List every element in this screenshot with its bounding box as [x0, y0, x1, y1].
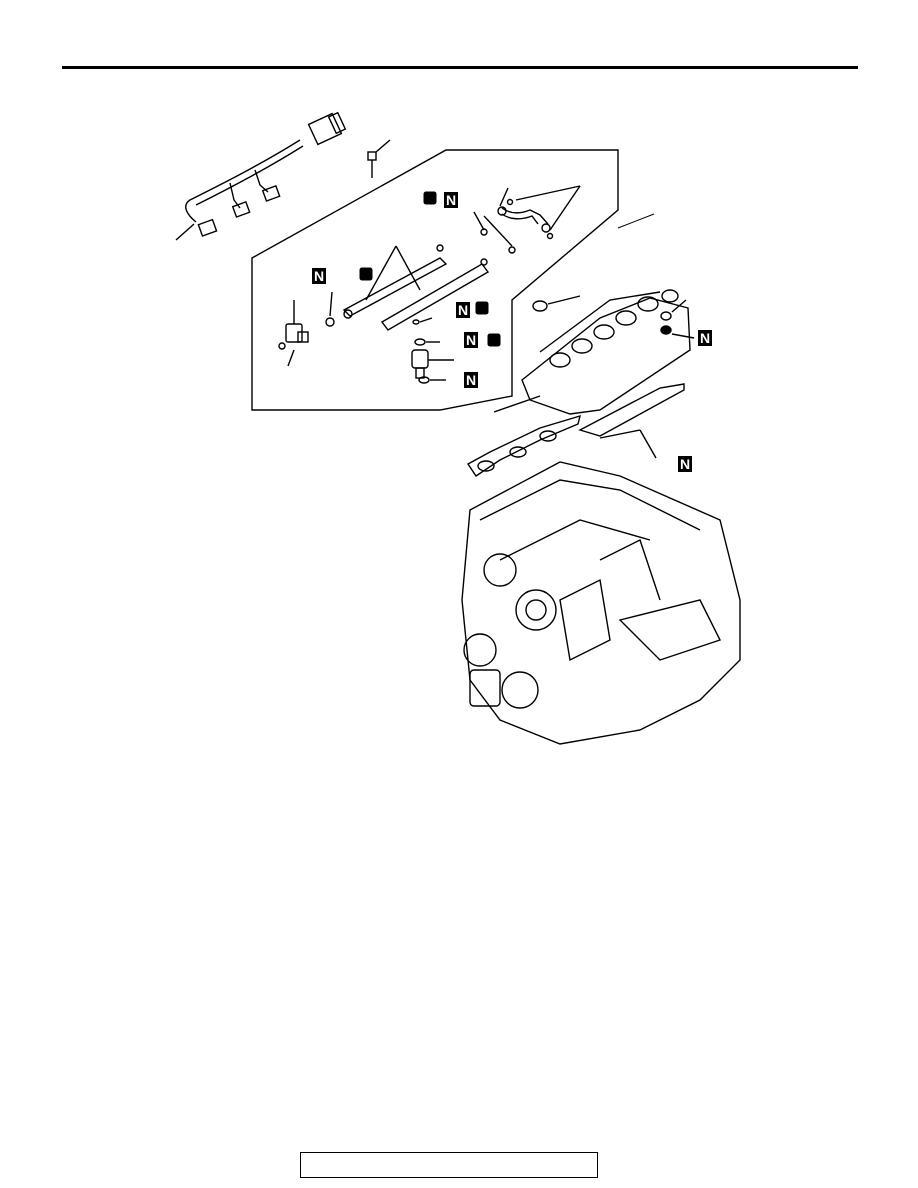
exploded-parts-diagram: N N N N N N N	[175, 111, 741, 745]
svg-text:N: N	[458, 302, 468, 318]
fuel-injector	[411, 317, 454, 384]
new-part-badge: N	[678, 456, 692, 472]
gasket	[466, 383, 685, 477]
svg-text:N: N	[700, 330, 710, 346]
fuel-pipe	[473, 185, 581, 254]
svg-text:N: N	[466, 372, 476, 388]
new-part-badge: N	[456, 302, 470, 318]
new-part-badge: N	[444, 192, 458, 208]
engine-block	[461, 461, 741, 745]
new-part-badge: N	[698, 330, 712, 346]
svg-text:N: N	[680, 456, 690, 472]
svg-text:N: N	[466, 332, 476, 348]
footer-box	[300, 1152, 598, 1178]
bolt	[367, 139, 391, 178]
torque-wrench-icon	[359, 191, 501, 347]
injector-harness	[175, 111, 347, 241]
intake-manifold	[493, 289, 695, 415]
svg-text:N: N	[446, 192, 456, 208]
new-part-badge: N	[464, 372, 478, 388]
pressure-sensor	[278, 291, 335, 367]
svg-text:N: N	[314, 268, 324, 284]
new-part-badge: N	[464, 332, 478, 348]
fuel-rail	[342, 244, 490, 331]
header-rule	[62, 66, 858, 69]
new-part-badge: N	[312, 268, 326, 284]
assembly-group-outline	[251, 149, 619, 411]
